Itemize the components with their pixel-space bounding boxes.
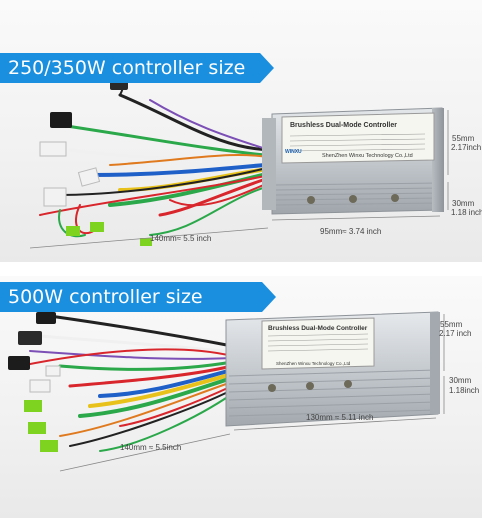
top-label-maker: ShenZhen Winxu Technology Co.,Ltd — [322, 153, 413, 159]
bottom-height-dimension-mm: 55mm — [440, 320, 463, 329]
bottom-label-title: Brushless Dual-Mode Controller — [268, 325, 368, 332]
top-width-dimension: 95mm≈ 3.74 inch — [320, 227, 382, 236]
bottom-length-dimension: 140mm ≈ 5.5inch — [120, 443, 182, 452]
dimension-lines — [29, 110, 449, 249]
top-label-title: Brushless Dual-Mode Controller — [290, 122, 397, 129]
bottom-depth-dimension-mm: 30mm — [449, 376, 472, 385]
top-length-dimension: 140mm≈ 5.5 inch — [150, 234, 212, 243]
top-label-brand: WINXU — [285, 149, 302, 155]
top-product-panel: Brushless Dual-Mode Controller WINXU She… — [0, 0, 482, 262]
connectors — [39, 76, 152, 246]
dimension-lines-large — [59, 314, 445, 472]
small-controller-photo — [29, 71, 449, 249]
wire-bundle-large — [19, 314, 234, 452]
large-controller-photo — [8, 311, 445, 472]
wire-bundle — [39, 71, 277, 238]
connectors-large — [8, 312, 61, 452]
large-controller-case — [225, 311, 440, 427]
top-depth-dimension-inch: 1.18 inch — [451, 208, 482, 217]
bottom-size-banner: 500W controller size — [0, 282, 276, 312]
top-height-dimension-mm: 55mm — [452, 134, 475, 143]
top-size-banner: 250/350W controller size — [0, 53, 274, 83]
bottom-label-maker: ShenZhen Winxu Technology Co.,Ltd — [276, 361, 351, 366]
small-controller-case — [262, 107, 444, 215]
bottom-height-dimension-inch: 2.17 inch — [439, 329, 472, 338]
top-height-dimension-inch: 2.17inch — [451, 143, 482, 152]
bottom-depth-dimension-inch: 1.18inch — [449, 386, 480, 395]
bottom-width-dimension: 130mm ≈ 5.11 inch — [306, 413, 374, 422]
bottom-product-panel: Brushless Dual-Mode Controller ShenZhen … — [0, 276, 482, 518]
panel-divider — [0, 262, 482, 276]
top-depth-dimension-mm: 30mm — [452, 199, 475, 208]
